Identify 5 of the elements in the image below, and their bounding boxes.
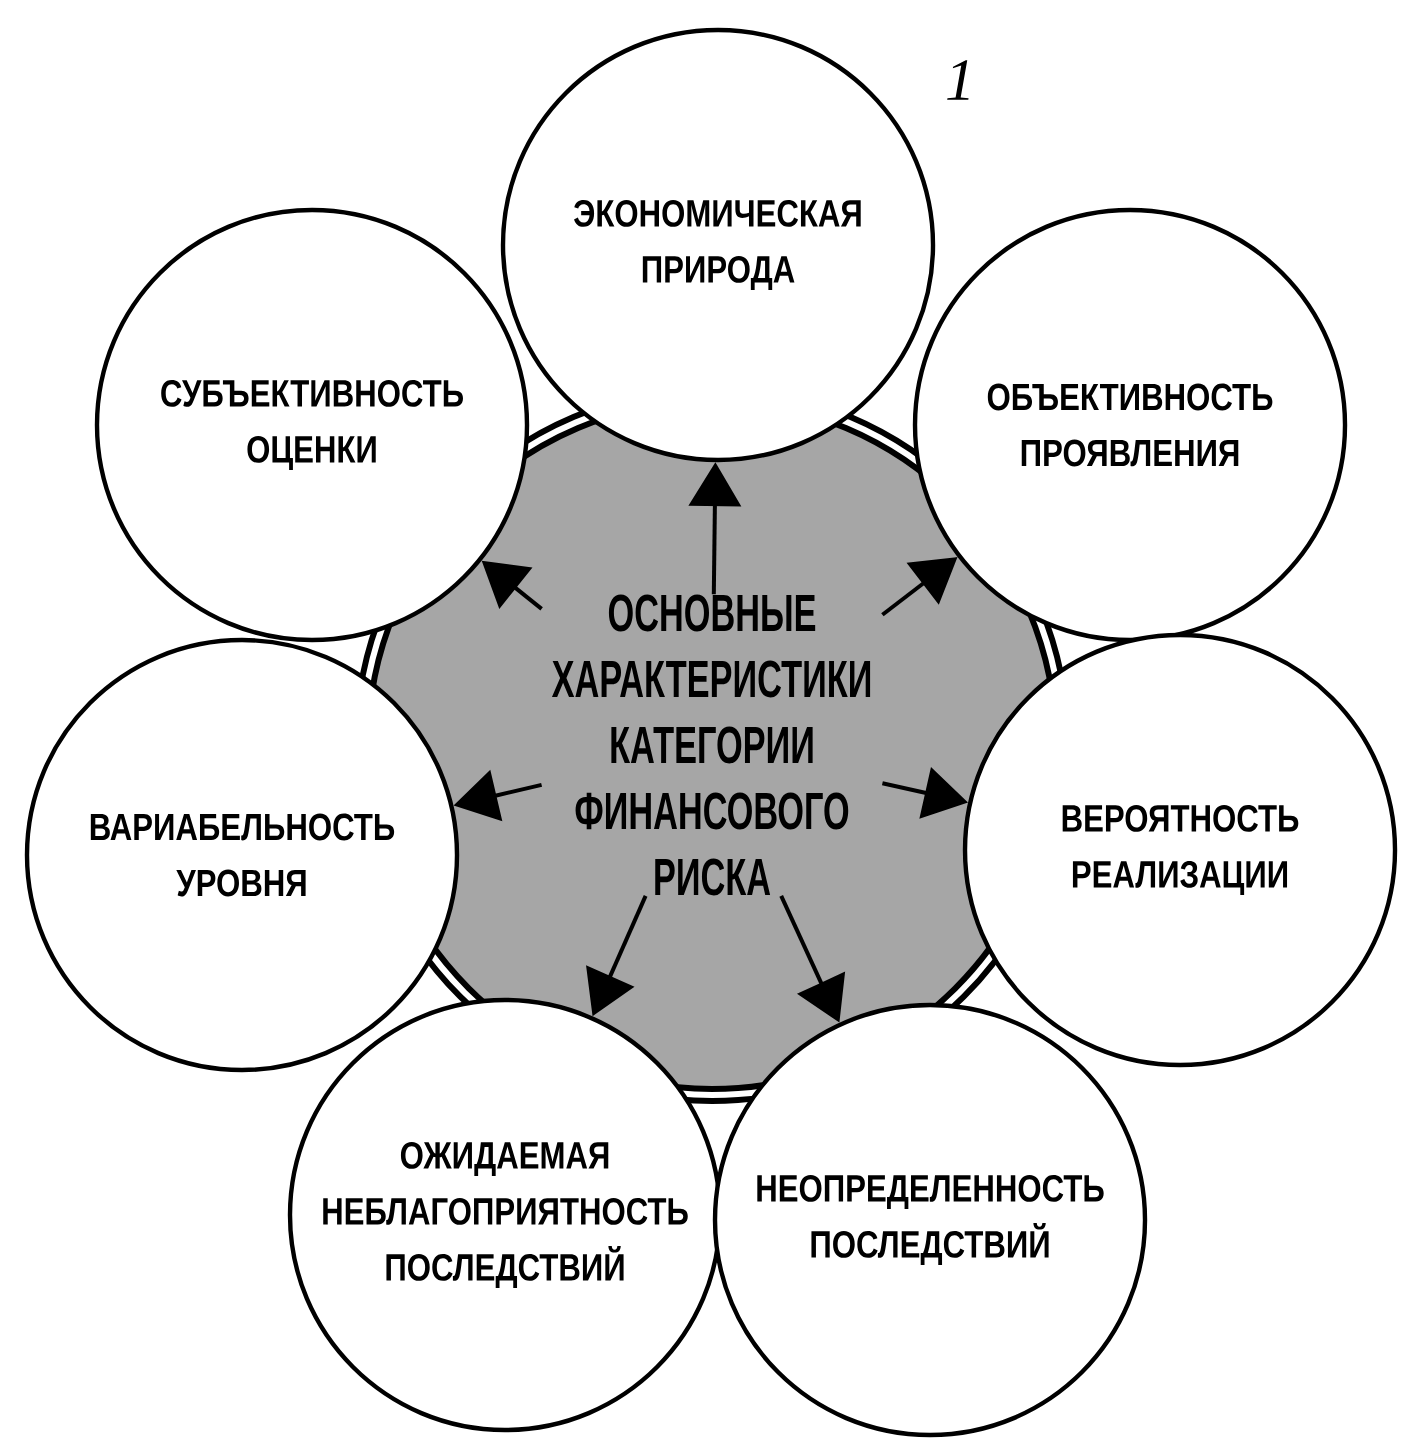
- page-number: 1: [947, 60, 969, 100]
- node-label: ОЖИДАЕМАЯ НЕБЛАГОПРИЯТНОСТЬ ПОСЛЕДСТВИЙ: [323, 1141, 688, 1289]
- node-label: ВЕРОЯТНОСТЬ РЕАЛИЗАЦИИ: [1062, 804, 1299, 896]
- title-text: ОСНОВНЫЕ ХАРАКТЕРИСТИКИ КАТЕГОРИИ ФИНАНСОВОГО РИСКА: [551, 594, 871, 896]
- node-label: НЕОПРЕДЕЛЕННОСТЬ ПОСЛЕДСТВИЙ: [757, 1174, 1104, 1266]
